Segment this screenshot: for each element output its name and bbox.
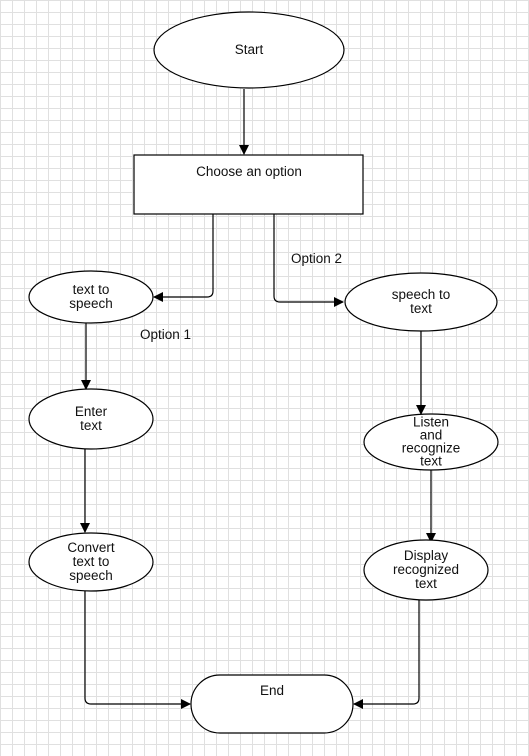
start-label: Start <box>235 42 264 57</box>
start-label-line: Start <box>235 42 264 57</box>
display-label-line: recognized <box>393 562 459 577</box>
tts-label-line: speech <box>69 296 113 311</box>
convert-label-line: Convert <box>67 540 115 555</box>
edge-label-option-2: Option 2 <box>291 251 342 266</box>
end-terminator <box>190 674 354 734</box>
listen-label-line: and <box>420 427 443 442</box>
enter-label-line: Enter <box>75 404 108 419</box>
listen-label-line: Listen <box>413 414 449 429</box>
stt-label-line: text <box>410 301 432 316</box>
display-label-line: text <box>415 576 437 591</box>
listen-label-line: text <box>420 453 442 468</box>
edge-choose-to-stt <box>273 214 344 307</box>
speech-to-text-ellipse <box>344 272 498 332</box>
start-ellipse <box>153 11 345 89</box>
enter-text-ellipse <box>28 388 154 450</box>
convert-text-ellipse <box>28 532 154 592</box>
node-start: Start <box>153 11 345 89</box>
choose-label-line: Choose an option <box>196 164 302 179</box>
display-label-line: Display <box>404 548 449 563</box>
end-label-line: End <box>260 683 284 698</box>
enter-label-line: text <box>80 418 102 433</box>
edge-choose-to-tts <box>153 214 214 302</box>
edge-label-option-1: Option 1 <box>140 327 191 342</box>
tts-label-line: text to <box>73 282 110 297</box>
choose-option-label: Choose an option <box>196 164 302 179</box>
text-to-speech-ellipse <box>28 270 154 324</box>
edge-display-to-end <box>353 600 420 709</box>
listen-label-line: recognize <box>402 440 461 455</box>
stt-label-line: speech to <box>392 287 451 302</box>
end-label: End <box>260 683 284 698</box>
node-choose-option: Choose an option <box>133 154 364 215</box>
display-text-ellipse <box>363 539 489 601</box>
edge-convert-to-end <box>84 591 191 709</box>
edges <box>80 89 436 709</box>
choose-option-rect <box>133 154 364 215</box>
node-end: End <box>190 674 354 734</box>
listen-recognize-ellipse <box>363 413 499 471</box>
convert-label-line: speech <box>69 568 113 583</box>
convert-label-line: text to <box>73 554 110 569</box>
